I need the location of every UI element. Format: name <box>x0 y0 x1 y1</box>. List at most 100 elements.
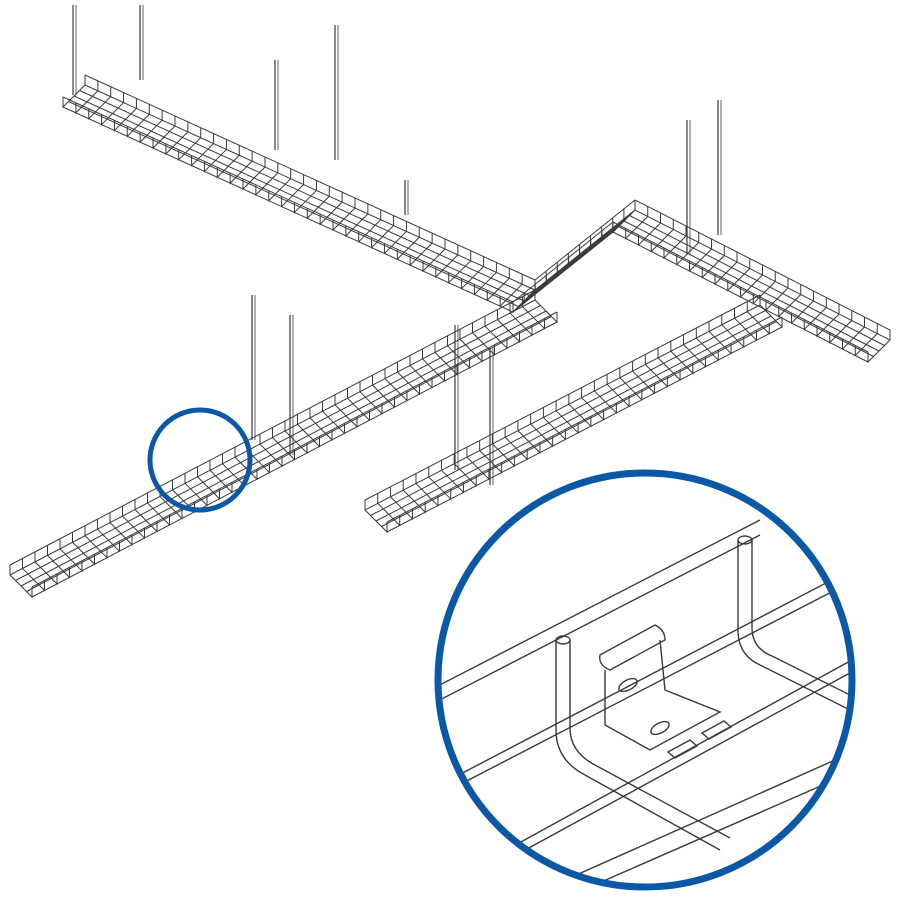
cross-wire <box>447 335 470 370</box>
vertical-wire-left-inner <box>569 640 731 839</box>
cross-wire <box>109 512 133 546</box>
cross-wire <box>377 493 401 527</box>
cross-wire <box>466 447 490 481</box>
longitudinal-wire <box>370 310 766 516</box>
cross-wire <box>791 291 814 325</box>
cross-wire <box>619 367 643 401</box>
longitudinal-wire <box>73 95 525 302</box>
cross-wire <box>255 162 279 197</box>
cross-wire <box>461 256 485 290</box>
cross-wire <box>203 139 227 173</box>
mesh-wire <box>438 559 852 791</box>
mesh-wire <box>559 759 852 887</box>
cross-wire <box>415 473 439 507</box>
cross-wire <box>499 274 523 308</box>
cross-wire <box>322 401 345 435</box>
detail-magnified-circle <box>434 469 856 891</box>
cross-wire <box>663 226 687 260</box>
longitudinal-wire <box>84 84 536 291</box>
cross-wire <box>842 317 865 351</box>
cross-wire <box>178 127 202 161</box>
cross-wire <box>867 330 891 364</box>
longitudinal-wire <box>68 101 519 307</box>
cross-wire <box>234 447 258 481</box>
cross-wire <box>440 460 464 494</box>
cross-wire <box>409 233 433 267</box>
vertical-wire-left <box>555 640 721 851</box>
cross-wire <box>670 341 694 375</box>
cross-wire <box>62 75 86 109</box>
cross-wire <box>650 219 674 253</box>
cross-wire <box>708 321 732 355</box>
splice-detail-view <box>438 519 852 887</box>
cross-wire <box>555 400 579 435</box>
cross-wire <box>721 314 745 349</box>
cross-wire <box>472 322 495 356</box>
cross-wire <box>306 186 330 220</box>
longitudinal-wire <box>381 321 777 527</box>
cross-wire <box>453 453 477 487</box>
cross-wire <box>459 329 483 363</box>
longitudinal-wire <box>375 315 772 522</box>
cross-wire <box>272 427 295 461</box>
wire-end <box>737 535 753 545</box>
longitudinal-wire <box>62 106 514 313</box>
cross-wire <box>612 200 636 234</box>
vertical-wire-right <box>737 540 852 721</box>
cross-wire <box>625 206 649 240</box>
cross-wire <box>479 440 503 474</box>
cross-wire <box>734 308 758 342</box>
cross-wire <box>683 334 707 368</box>
longitudinal-wire <box>364 304 761 511</box>
longitudinal-wire <box>386 326 783 533</box>
cross-wire <box>364 500 388 534</box>
cross-wire <box>727 258 751 292</box>
cross-wire <box>139 110 163 144</box>
cross-wire <box>534 290 558 324</box>
coupler-plate <box>604 639 722 751</box>
longitudinal-wire <box>79 90 530 296</box>
side-wire <box>512 221 614 303</box>
cross-wire <box>448 250 472 284</box>
side-wire <box>364 294 761 501</box>
cross-wire <box>319 192 343 226</box>
cross-wire <box>740 265 763 299</box>
tray-segment <box>512 199 636 314</box>
cross-wire <box>803 297 827 331</box>
mesh-wire <box>438 571 852 801</box>
cross-wire <box>486 268 510 302</box>
cross-wire <box>593 380 617 415</box>
cross-wire <box>152 116 176 150</box>
cross-wire <box>435 244 459 279</box>
longitudinal-wire <box>523 220 625 302</box>
cross-wire <box>402 480 426 514</box>
cross-wire <box>396 227 420 261</box>
cross-wire <box>714 252 738 286</box>
cross-wire <box>184 473 208 507</box>
cross-wire <box>372 375 395 409</box>
cross-wire <box>542 407 566 441</box>
tray-segment <box>364 294 783 534</box>
cross-wire <box>216 145 240 179</box>
cross-wire <box>829 310 853 344</box>
cross-wire <box>334 394 358 428</box>
tray-segment <box>612 199 891 364</box>
cross-wire <box>632 361 656 395</box>
side-wire <box>84 74 536 281</box>
cross-wire <box>268 168 292 202</box>
cable-tray-runs <box>9 74 891 599</box>
cross-wire <box>765 278 789 312</box>
cross-wire <box>209 460 233 494</box>
tray-segment <box>9 289 558 599</box>
vertical-wire-right-inner <box>751 540 852 706</box>
wire-end <box>555 635 571 645</box>
cross-wire <box>581 387 605 421</box>
cross-wire <box>522 296 545 330</box>
cross-wire <box>759 295 783 329</box>
clip-tab <box>666 739 699 759</box>
cross-wire <box>689 239 712 273</box>
longitudinal-wire <box>512 231 614 313</box>
cross-wire <box>409 355 433 389</box>
cross-wire <box>122 506 145 540</box>
